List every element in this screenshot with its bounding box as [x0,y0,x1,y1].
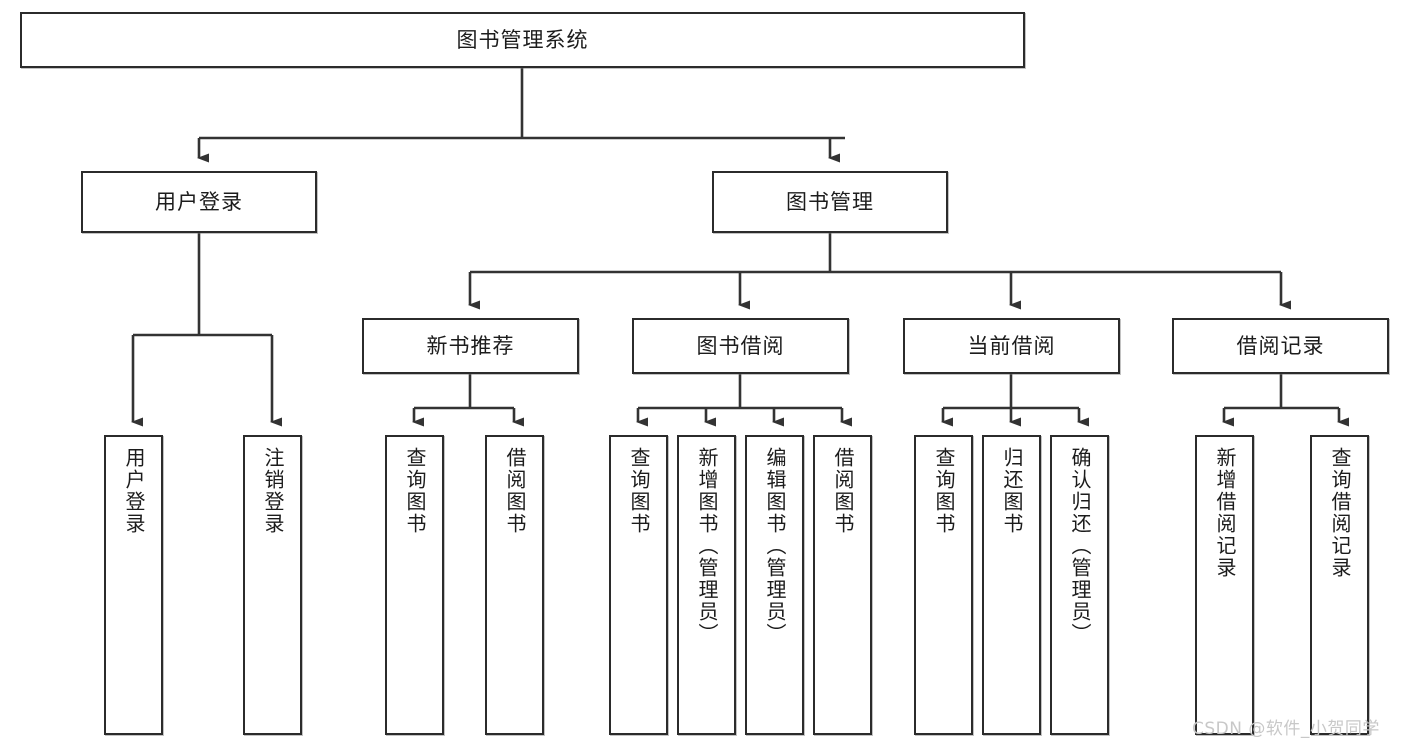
node-label: 借阅图书 [503,447,527,535]
node-label: 新增图书（管理员） [695,447,719,645]
node-leaf-borrow-book-1[interactable]: 借阅图书 [485,435,544,735]
node-leaf-query-book-3[interactable]: 查询图书 [914,435,973,735]
node-label: 查询图书 [932,447,956,535]
node-label: 新增借阅记录 [1213,447,1237,579]
node-label: 确认归还（管理员） [1068,447,1092,645]
node-label: 查询图书 [627,447,651,535]
node-label: 图书借阅 [696,333,785,358]
node-label: 用户登录 [155,189,243,214]
csdn-watermark: CSDN @软件_小贺同学 [1192,719,1380,739]
node-borrow-record[interactable]: 借阅记录 [1172,318,1389,374]
node-new-book-recommend[interactable]: 新书推荐 [362,318,579,374]
node-label: 编辑图书（管理员） [763,447,787,645]
node-current-borrow[interactable]: 当前借阅 [903,318,1120,374]
node-label: 查询图书 [403,447,427,535]
node-leaf-borrow-book-2[interactable]: 借阅图书 [813,435,872,735]
node-leaf-confirm-return[interactable]: 确认归还（管理员） [1050,435,1109,735]
node-leaf-user-login[interactable]: 用户登录 [104,435,163,735]
node-leaf-query-record[interactable]: 查询借阅记录 [1310,435,1369,735]
node-label: 借阅记录 [1236,333,1325,358]
node-leaf-return-book[interactable]: 归还图书 [982,435,1041,735]
node-label: 图书管理 [786,189,874,214]
node-label: 查询借阅记录 [1328,447,1352,579]
node-leaf-query-book-2[interactable]: 查询图书 [609,435,668,735]
node-leaf-query-book-1[interactable]: 查询图书 [385,435,444,735]
node-leaf-logout-login[interactable]: 注销登录 [243,435,302,735]
node-label: 注销登录 [261,447,285,535]
node-leaf-add-record[interactable]: 新增借阅记录 [1195,435,1254,735]
node-leaf-edit-book[interactable]: 编辑图书（管理员） [745,435,804,735]
node-label: 借阅图书 [831,447,855,535]
node-label: 当前借阅 [967,333,1056,358]
node-user-login[interactable]: 用户登录 [81,171,317,233]
node-leaf-add-book[interactable]: 新增图书（管理员） [677,435,736,735]
node-label: 新书推荐 [426,333,515,358]
node-book-borrow[interactable]: 图书借阅 [632,318,849,374]
node-label: 归还图书 [1000,447,1024,535]
node-book-manage[interactable]: 图书管理 [712,171,948,233]
node-label: 图书管理系统 [456,27,589,52]
node-label: 用户登录 [122,447,146,535]
node-root-system[interactable]: 图书管理系统 [20,12,1025,68]
